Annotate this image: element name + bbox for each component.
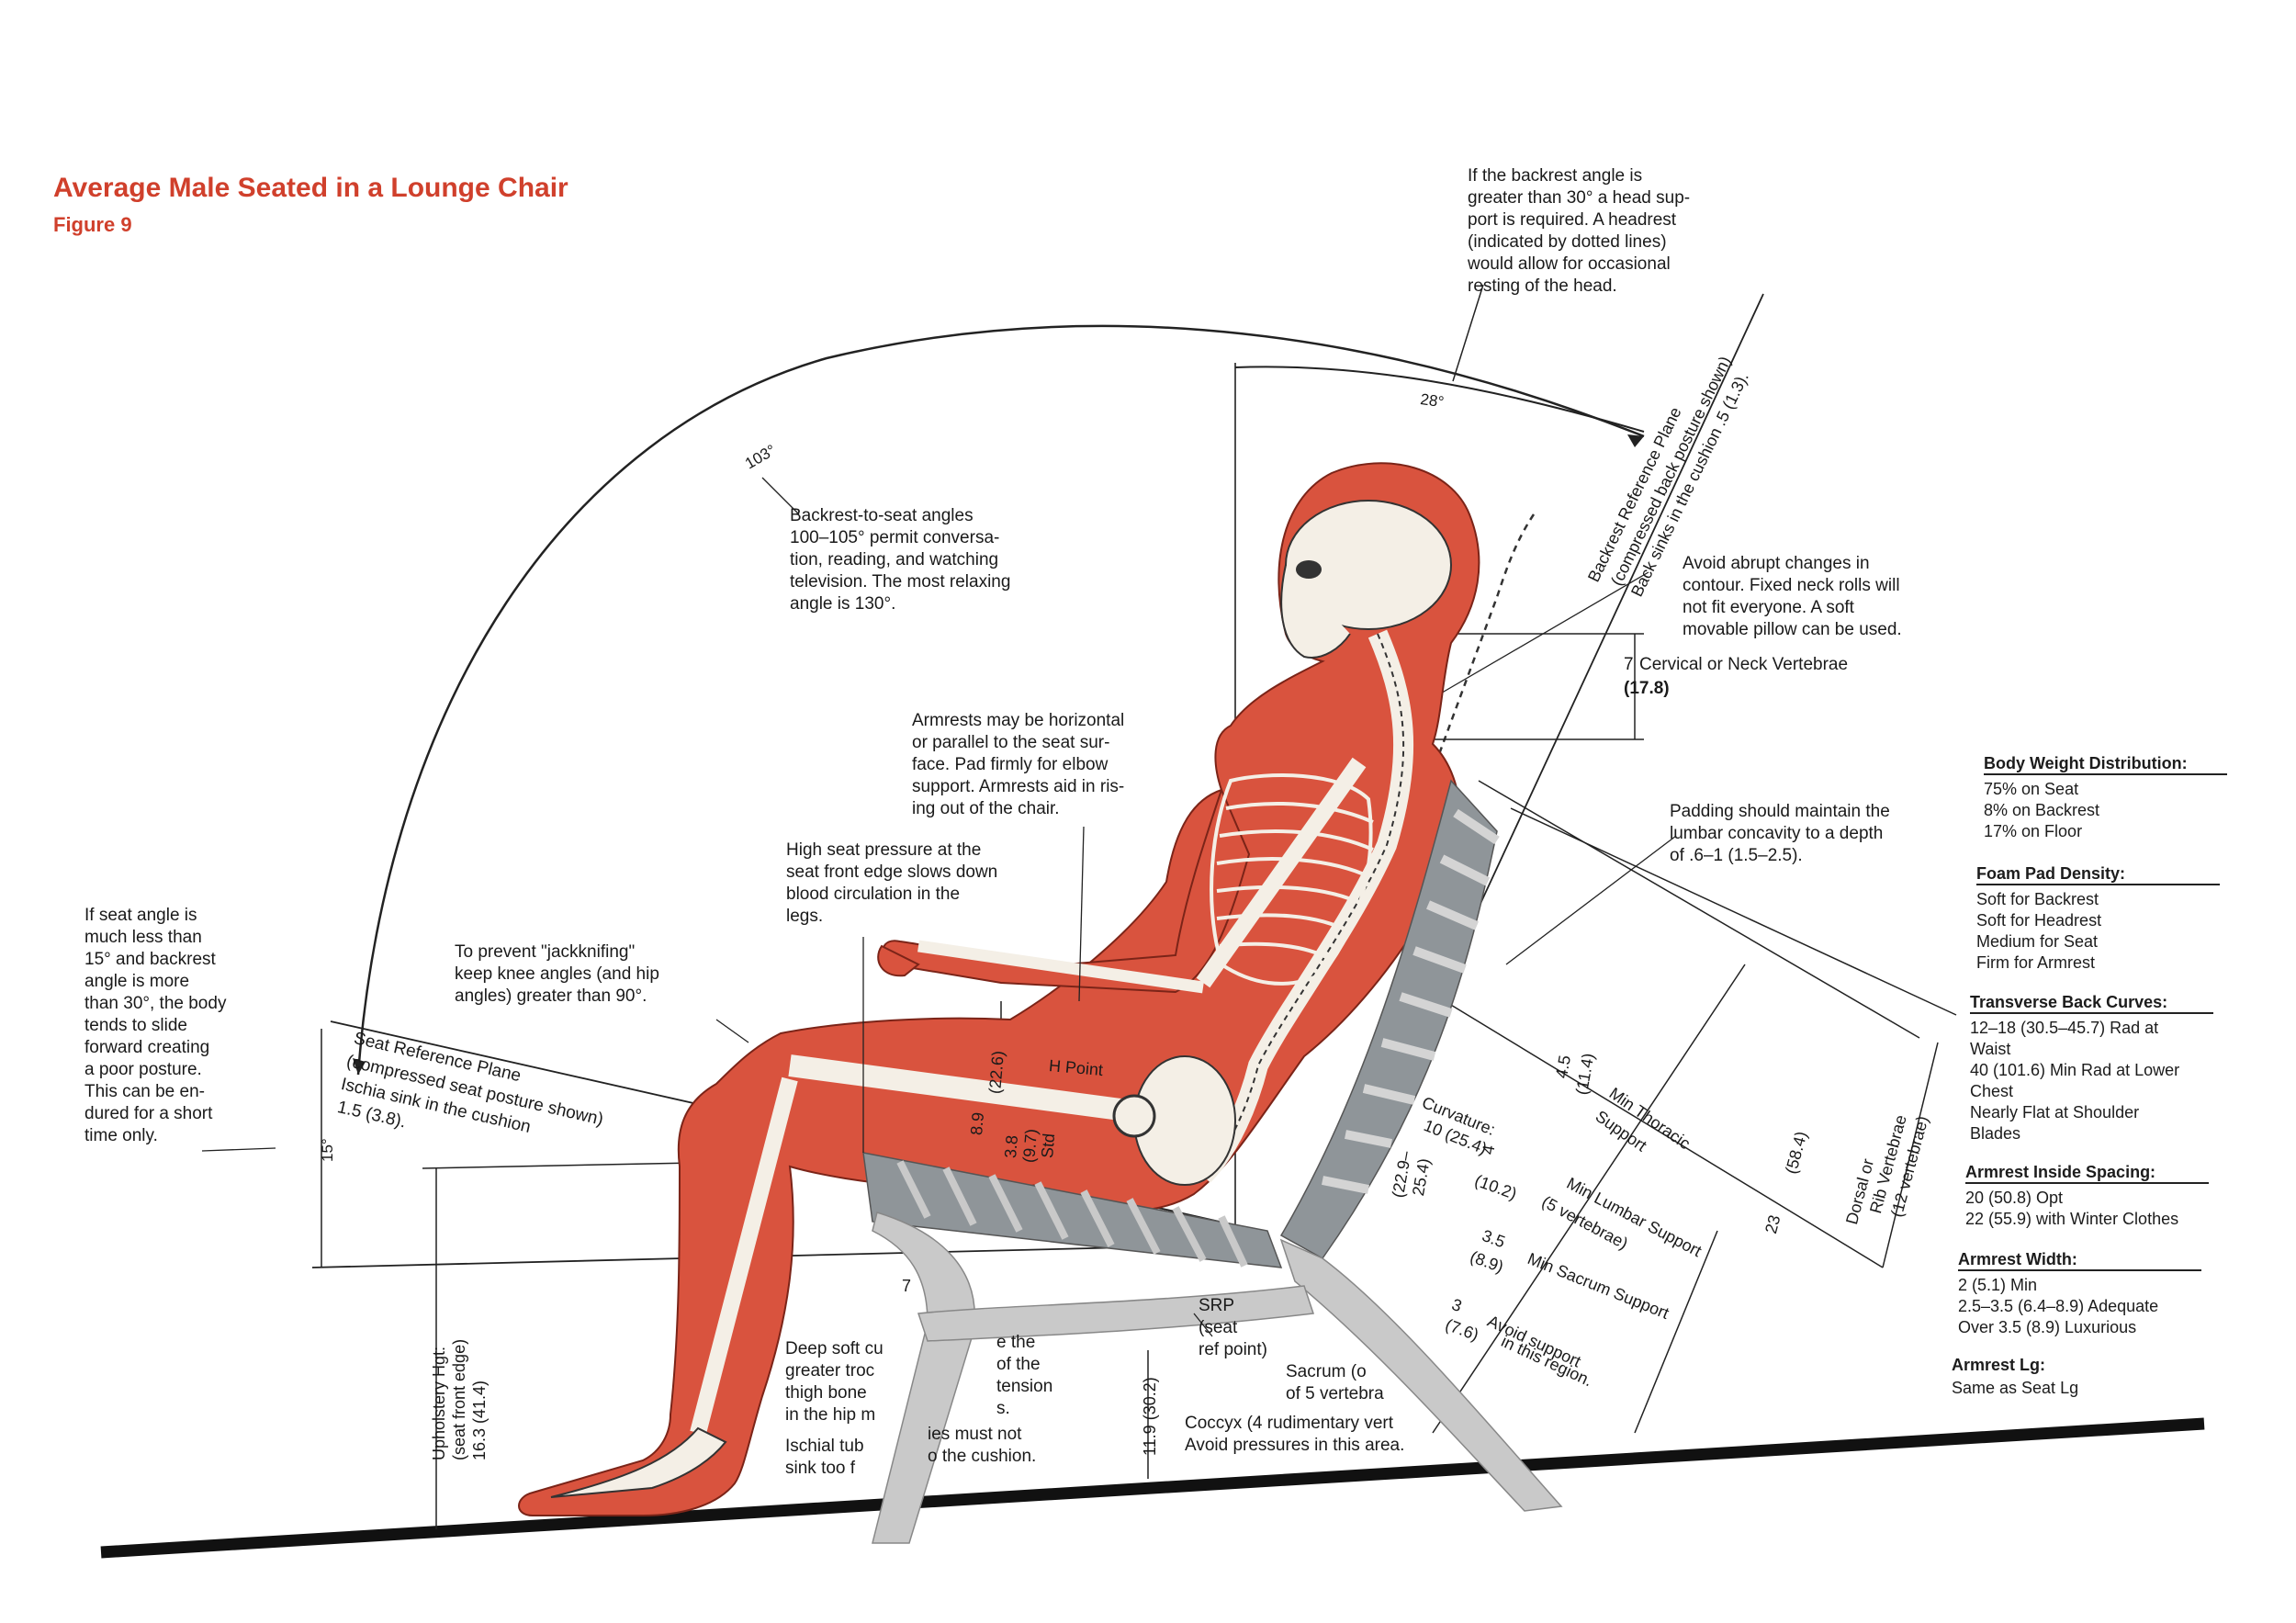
deep-cushion-note-right: e the of the tension s.	[996, 1333, 1053, 1418]
armrest-spacing-list: 20 (50.8) Opt 22 (55.9) with Winter Clot…	[1965, 1189, 2179, 1228]
thoracic-value: 4.5	[1552, 1054, 1575, 1080]
foam-density-list: Soft for Backrest Soft for Headrest Medi…	[1976, 890, 2102, 972]
dim-8-9: 8.9	[967, 1111, 988, 1136]
armrest-width-list: 2 (5.1) Min 2.5–3.5 (6.4–8.9) Adequate O…	[1958, 1276, 2159, 1336]
sacrum-note: Sacrum (o of 5 vertebra	[1286, 1362, 1384, 1403]
arc-28	[1234, 366, 1645, 433]
deep-cushion-note: Deep soft cu greater troc thigh bone in …	[785, 1339, 884, 1425]
ischial-note: Ischial tub sink too f	[785, 1437, 864, 1478]
arc-103	[356, 324, 1645, 1076]
armrest-note: Armrests may be horizontal or parallel t…	[912, 711, 1125, 818]
foam-density-title: Foam Pad Density:	[1976, 864, 2126, 883]
rule	[1965, 1182, 2209, 1184]
headrest-note: If the backrest angle is greater than 30…	[1468, 166, 1691, 296]
armrest-length-value: Same as Seat Lg	[1952, 1379, 2079, 1397]
cervical-label: Cervical or Neck Vertebrae	[1639, 655, 1849, 674]
chair-front-leg	[872, 1212, 975, 1544]
chair-rear-leg	[1279, 1238, 1563, 1512]
weight-distribution-list: 75% on Seat 8% on Backrest 17% on Floor	[1984, 780, 2100, 840]
chair-back	[1279, 779, 1498, 1259]
upholstery-height-sub: (seat front edge)	[450, 1338, 468, 1460]
body-silhouette	[518, 462, 1480, 1516]
coccyx-note: Coccyx (4 rudimentary vert Avoid pressur…	[1185, 1414, 1405, 1455]
transverse-back-title: Transverse Back Curves:	[1970, 993, 2168, 1011]
dim-11-9: 11.9 (30.2)	[1141, 1377, 1159, 1456]
dim-22-6: (22.6)	[985, 1050, 1008, 1095]
seat-pressure-note: High seat pressure at the seat front edg…	[786, 840, 998, 926]
seat-length-seven: 7	[902, 1277, 912, 1295]
armrest-width-title: Armrest Width:	[1958, 1250, 2077, 1268]
arm	[882, 787, 1251, 994]
floor-line	[100, 1417, 2205, 1559]
upholstery-height-value: 16.3 (41.4)	[470, 1380, 489, 1460]
figure-label: Figure 9	[53, 213, 132, 236]
backrest-plane-line	[1436, 293, 1764, 997]
headrest-dotted	[1431, 513, 1536, 772]
backrest-angle-note: Backrest-to-seat angles 100–105° permit …	[790, 506, 1011, 614]
upholstery-height-label: Upholstery Hgt:	[430, 1346, 448, 1460]
neck-roll-note: Avoid abrupt changes in contour. Fixed n…	[1683, 554, 1902, 639]
rule	[1970, 1012, 2213, 1014]
rule	[1976, 884, 2220, 885]
angle-28-label: 28°	[1419, 390, 1446, 411]
armrest-length-title: Armrest Lg:	[1952, 1356, 2046, 1374]
angle-15-label: 15°	[319, 1138, 336, 1162]
rule	[1958, 1269, 2201, 1271]
diagram-title: Average Male Seated in a Lounge Chair	[53, 173, 568, 203]
chair-rail	[917, 1285, 1315, 1342]
rule	[1984, 773, 2227, 775]
srp-label: SRP (seat ref point)	[1199, 1296, 1267, 1359]
seat-angle-note: If seat angle is much less than 15° and …	[84, 906, 227, 1145]
ischial-note-right: ies must not o the cushion.	[928, 1425, 1037, 1466]
padding-note: Padding should maintain the lumbar conca…	[1670, 802, 1890, 865]
cervical-value: 7	[1624, 655, 1634, 674]
transverse-back-list: 12–18 (30.5–45.7) Rad at Waist 40 (101.6…	[1970, 1019, 2180, 1143]
cervical-metric: (17.8)	[1624, 679, 1670, 698]
jackknifing-note: To prevent "jackknifing" keep knee angle…	[455, 942, 659, 1006]
weight-distribution-title: Body Weight Distribution:	[1984, 754, 2188, 772]
armrest-spacing-title: Armrest Inside Spacing:	[1965, 1163, 2156, 1181]
foot	[550, 1426, 727, 1498]
dim-std: Std	[1038, 1133, 1059, 1159]
